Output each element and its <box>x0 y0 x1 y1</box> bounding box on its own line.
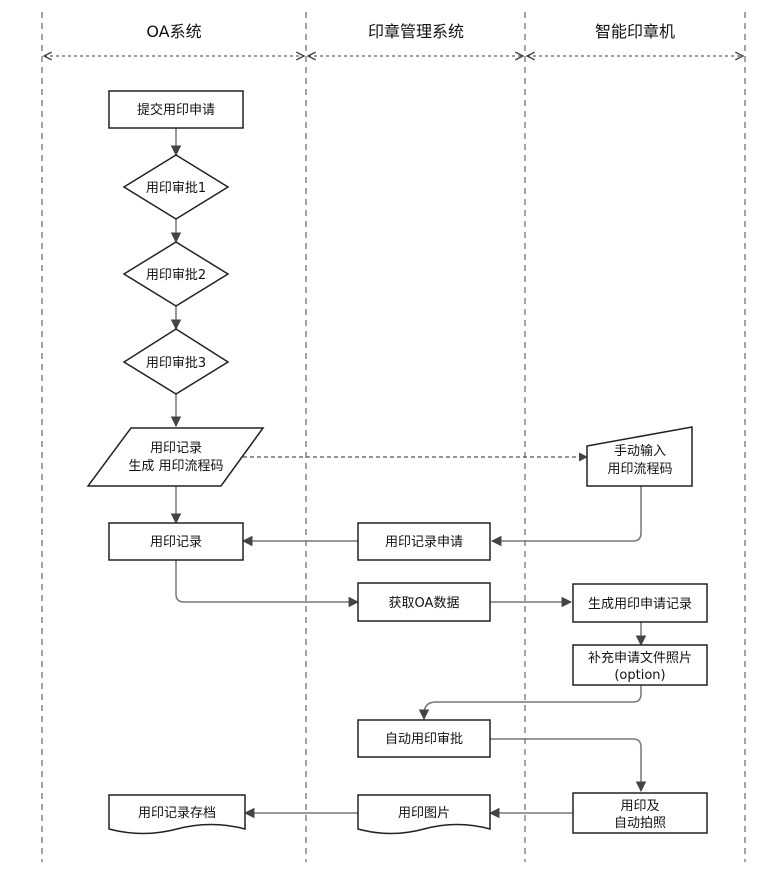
node-stamp-and-photo-line-1: 用印及 <box>620 799 659 814</box>
node-stamp-image-label: 用印图片 <box>398 806 450 821</box>
node-approval-2-label: 用印审批2 <box>146 268 206 283</box>
node-record-oa: 用印记录 <box>108 522 244 561</box>
edge-record-fetch-oa <box>175 560 360 608</box>
node-generate-flow-code: 用印记录 生成 用印流程码 <box>86 427 265 487</box>
node-manual-input-code: 手动输入 用印流程码 <box>586 426 693 487</box>
lane-title-oa: OA系统 <box>146 22 201 41</box>
node-approval-3-label: 用印审批3 <box>146 356 206 371</box>
node-generate-flow-code-line-2: 生成 用印流程码 <box>128 459 223 474</box>
node-attach-photos-line-2: (option) <box>614 668 665 683</box>
node-create-request-record: 生成用印申请记录 <box>572 583 708 623</box>
node-record-oa-label: 用印记录 <box>150 535 202 550</box>
edge-attach-auto-approval <box>418 685 642 721</box>
node-approval-3: 用印审批3 <box>122 328 230 395</box>
edge-manual-input-request <box>490 486 642 547</box>
lane-titles: OA系统 印章管理系统 智能印章机 <box>146 22 675 41</box>
node-auto-approval: 自动用印审批 <box>357 719 491 758</box>
node-submit-request: 提交用印申请 <box>108 90 244 129</box>
node-approval-2: 用印审批2 <box>122 241 230 307</box>
node-auto-approval-label: 自动用印审批 <box>385 732 463 747</box>
node-archive-record: 用印记录存档 <box>108 794 246 835</box>
node-archive-record-label: 用印记录存档 <box>138 806 216 821</box>
node-approval-1-label: 用印审批1 <box>146 181 206 196</box>
node-manual-input-code-line-2: 用印流程码 <box>607 462 672 477</box>
edge-approval-stamp <box>490 738 647 793</box>
node-attach-photos-line-1: 补充申请文件照片 <box>588 650 692 666</box>
node-fetch-oa-data: 获取OA数据 <box>357 582 491 622</box>
lane-title-smart-seal-machine: 智能印章机 <box>595 22 675 41</box>
node-stamp-image: 用印图片 <box>357 794 491 835</box>
node-record-request-label: 用印记录申请 <box>385 535 463 550</box>
node-create-request-record-label: 生成用印申请记录 <box>588 597 692 612</box>
node-fetch-oa-data-label: 获取OA数据 <box>389 596 460 611</box>
node-stamp-and-photo-line-2: 自动拍照 <box>614 816 666 831</box>
node-generate-flow-code-line-1: 用印记录 <box>150 441 202 456</box>
node-submit-request-label: 提交用印申请 <box>137 102 215 118</box>
node-record-request: 用印记录申请 <box>357 522 491 561</box>
node-approval-1: 用印审批1 <box>122 154 230 220</box>
edges <box>170 128 647 819</box>
lane-title-seal-management: 印章管理系统 <box>368 22 464 41</box>
lane-dividers <box>41 12 746 862</box>
node-manual-input-code-line-1: 手动输入 <box>614 443 666 459</box>
node-stamp-and-photo: 用印及 自动拍照 <box>572 792 708 834</box>
node-attach-photos: 补充申请文件照片 (option) <box>572 644 708 686</box>
